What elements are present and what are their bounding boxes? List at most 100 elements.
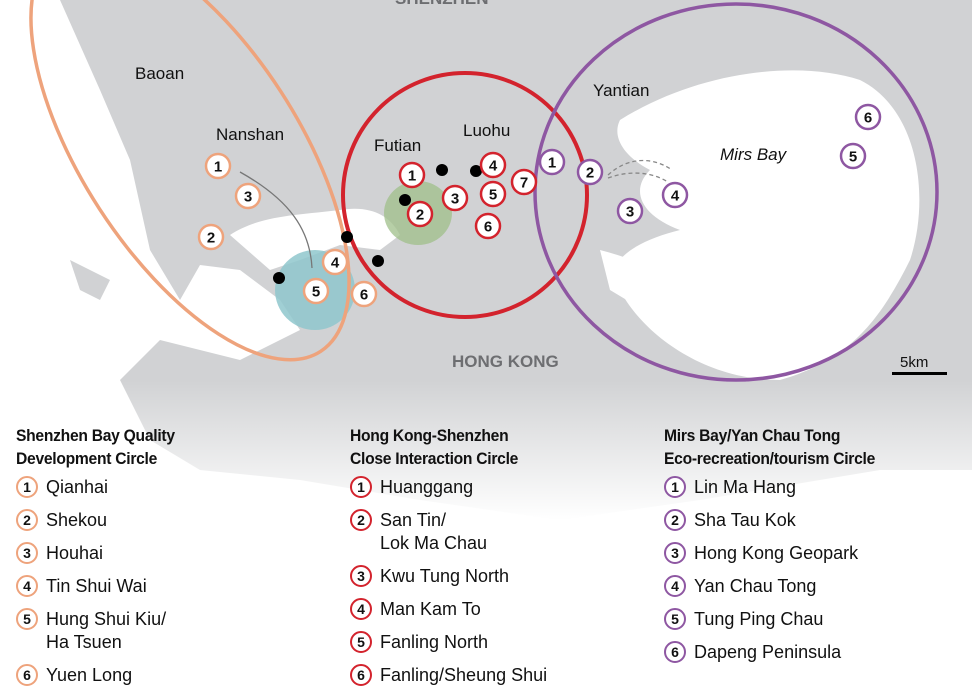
marker-red-6: 6 [474, 212, 502, 240]
marker-ring [398, 161, 426, 189]
legend-number: 3 [664, 542, 686, 564]
marker-ring [510, 168, 538, 196]
legend-label: Yuen Long [46, 665, 133, 685]
legend-label: Dapeng Peninsula [694, 642, 842, 662]
legend-number: 6 [664, 641, 686, 663]
marker-orange-5: 5 [302, 277, 330, 305]
label-luohu: Luohu [463, 121, 510, 140]
legend-label: Yan Chau Tong [694, 576, 817, 596]
legend-title: Hong Kong-Shenzhen Close Interaction Cir… [350, 426, 519, 468]
marker-orange-6: 6 [350, 280, 378, 308]
legend-number: 2 [350, 509, 372, 531]
marker-ring [616, 197, 644, 225]
legend-number: 4 [664, 575, 686, 597]
marker-orange-2: 2 [197, 223, 225, 251]
legend-label: Kwu Tung North [380, 566, 510, 586]
legend-label: Shekou [46, 510, 108, 530]
marker-ring [538, 148, 566, 176]
marker-number: 4 [671, 188, 680, 205]
legend-label: Tung Ping Chau [694, 609, 824, 629]
legend-number: 4 [16, 575, 38, 597]
scale-label: 5km [900, 354, 928, 371]
marker-number: 6 [864, 110, 872, 127]
legend-label: Huanggang [380, 477, 474, 497]
mirs-bay-circle [533, 2, 939, 382]
legend-column: Hong Kong-Shenzhen Close Interaction Cir… [350, 424, 650, 697]
legend-number: 4 [350, 598, 372, 620]
marker-ring [854, 103, 882, 131]
marker-ring [302, 277, 330, 305]
marker-red-2: 2 [406, 200, 434, 228]
legend-item: 4 Man Kam To [350, 598, 650, 621]
marker-ring [839, 142, 867, 170]
marker-red-7: 7 [510, 168, 538, 196]
legend-label: Hung Shui Kiu/ Ha Tsuen [46, 609, 167, 652]
legend-label: Sha Tau Kok [694, 510, 796, 530]
legend-label: Tin Shui Wai [46, 576, 147, 596]
marker-red-4: 4 [479, 151, 507, 179]
marker-red-3: 3 [441, 184, 469, 212]
marker-number: 2 [416, 207, 424, 224]
marker-ring [321, 248, 349, 276]
legend-item: 5 Hung Shui Kiu/ Ha Tsuen [16, 608, 316, 654]
scale-bar [892, 372, 947, 375]
marker-number: 3 [244, 189, 252, 206]
marker-number: 1 [408, 168, 416, 185]
legend-number: 5 [16, 608, 38, 630]
legend-column: Mirs Bay/Yan Chau Tong Eco-recreation/to… [664, 424, 964, 674]
marker-ring [204, 152, 232, 180]
marker-orange-1: 1 [204, 152, 232, 180]
legend-number: 5 [350, 631, 372, 653]
label-futian: Futian [374, 136, 421, 155]
marker-purple-5: 5 [839, 142, 867, 170]
legend-item: 2 Sha Tau Kok [664, 509, 964, 532]
legend-item: 1 Huanggang [350, 476, 650, 499]
legend-label: Man Kam To [380, 599, 481, 619]
legend-number: 1 [350, 476, 372, 498]
legend-item: 4 Yan Chau Tong [664, 575, 964, 598]
legend-number: 3 [16, 542, 38, 564]
marker-purple-2: 2 [576, 158, 604, 186]
marker-number: 6 [484, 219, 492, 236]
border-crossings [273, 164, 482, 284]
legend-item: 4 Tin Shui Wai [16, 575, 316, 598]
dashed-arrow [607, 159, 673, 176]
marker-number: 3 [626, 204, 634, 221]
marker-purple-3: 3 [616, 197, 644, 225]
label-mirs-bay: Mirs Bay [720, 145, 788, 164]
marker-ring [350, 280, 378, 308]
label-shenzhen: SHENZHEN [395, 0, 489, 8]
connection-arrow [239, 171, 313, 269]
marker-orange-3: 3 [234, 182, 262, 210]
marker-number: 5 [312, 284, 320, 301]
legend-label: Fanling/Sheung Shui [380, 665, 548, 685]
map-fade [0, 380, 972, 520]
marker-ring [441, 184, 469, 212]
marker-ring [479, 180, 507, 208]
legend-number: 2 [664, 509, 686, 531]
marker-number: 2 [207, 230, 215, 247]
legend-item: 3 Houhai [16, 542, 316, 565]
legend-label: Qianhai [46, 477, 109, 497]
legend-label: Houhai [46, 543, 104, 563]
hk-sz-circle [341, 71, 589, 319]
marker-number: 1 [548, 155, 556, 172]
legend-label: Lin Ma Hang [694, 477, 797, 497]
marker-ring [406, 200, 434, 228]
shenzhen-bay-circle [29, 0, 351, 362]
marker-purple-6: 6 [854, 103, 882, 131]
marker-number: 4 [489, 158, 498, 175]
marker-ring [474, 212, 502, 240]
marker-number: 4 [331, 255, 340, 272]
marker-ring [576, 158, 604, 186]
legend-number: 5 [664, 608, 686, 630]
legend-item: 6 Dapeng Peninsula [664, 641, 964, 664]
marker-number: 5 [849, 149, 857, 166]
